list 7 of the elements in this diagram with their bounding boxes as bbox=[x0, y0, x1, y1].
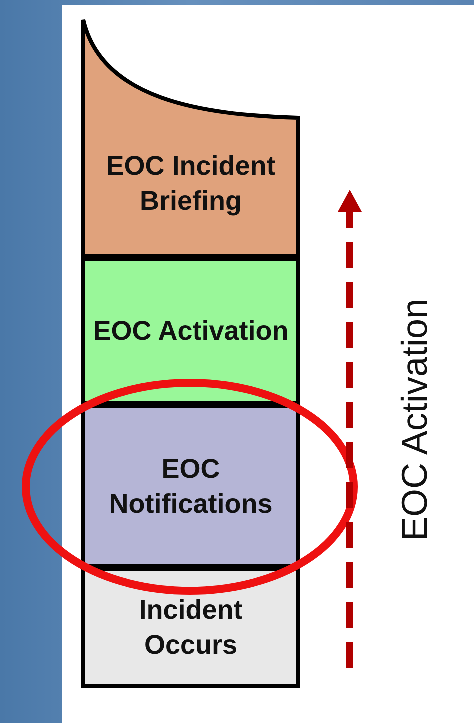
vertical-label: EOC Activation bbox=[394, 298, 436, 542]
box-label: EOC Notifications bbox=[108, 452, 274, 520]
box-label: EOC Incident Briefing bbox=[105, 150, 277, 218]
curved-top-box bbox=[82, 20, 300, 258]
stack-box bbox=[82, 568, 300, 688]
box-label: EOC Activation bbox=[93, 315, 289, 348]
box-label: Incident Occurs bbox=[138, 594, 244, 662]
